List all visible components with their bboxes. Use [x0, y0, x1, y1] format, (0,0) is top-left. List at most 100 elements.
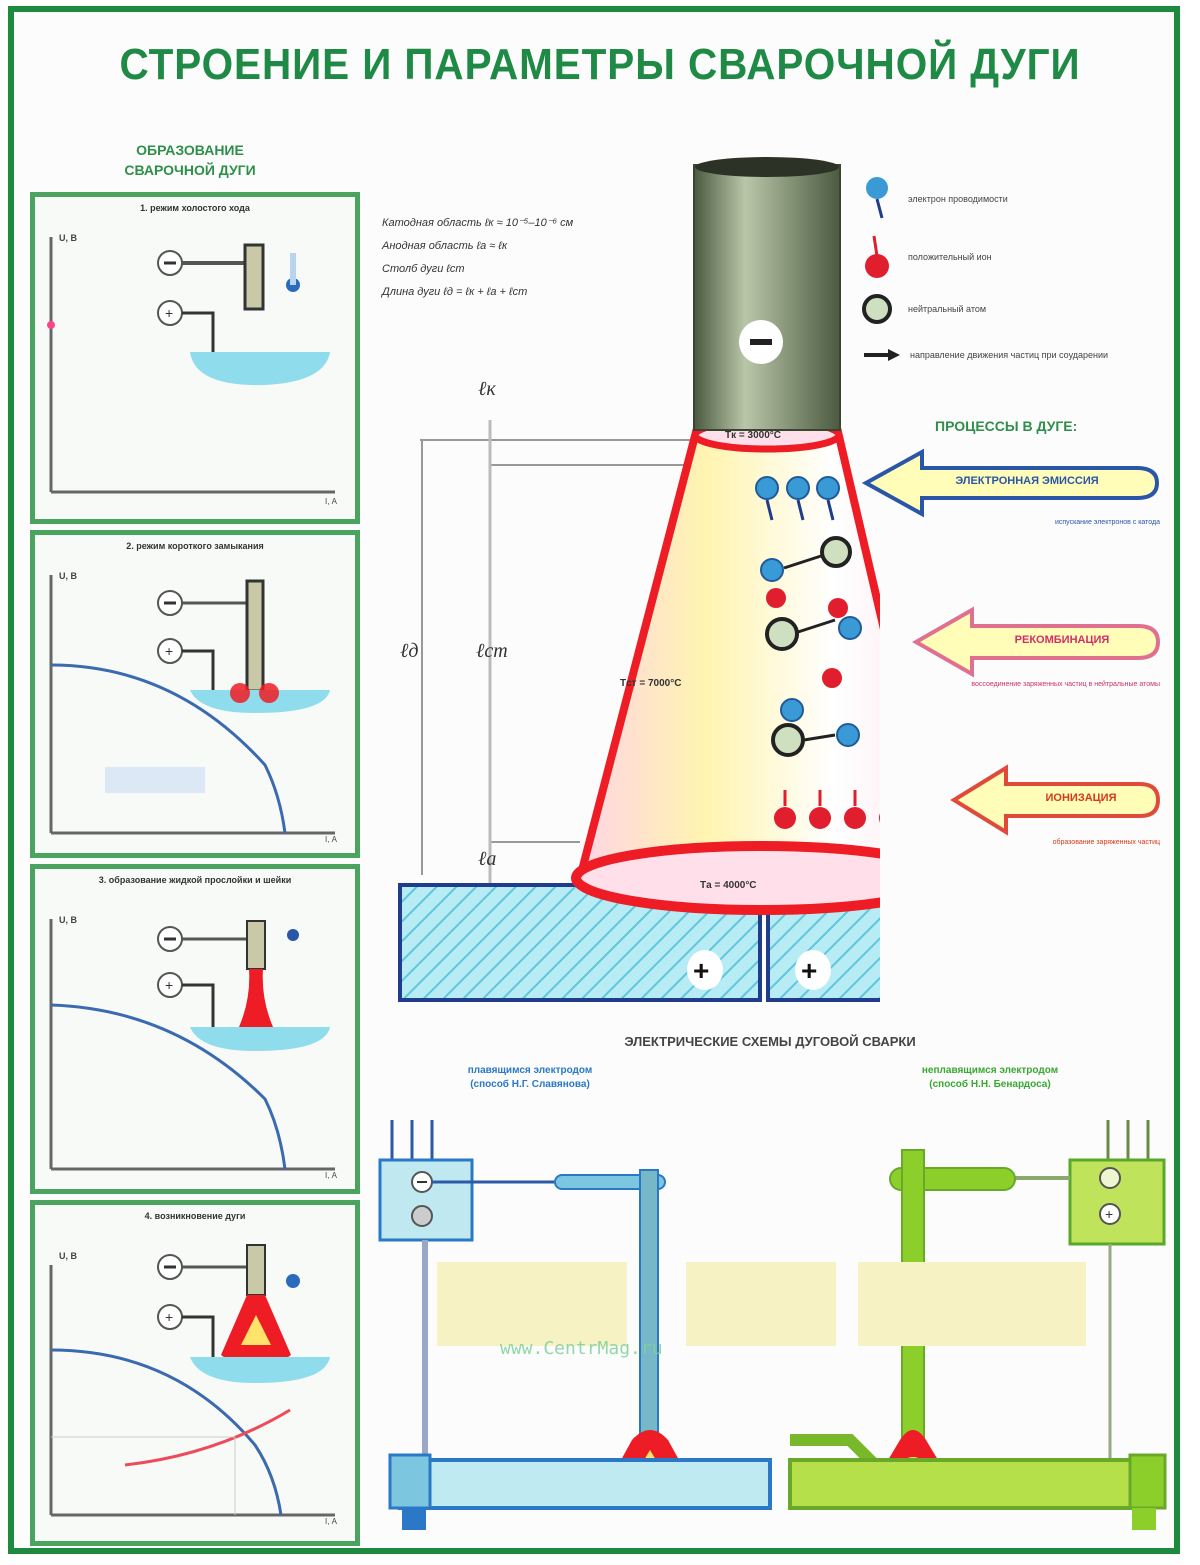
contact-spark: [230, 683, 250, 703]
electron-icon: [866, 177, 888, 219]
electrode-holder: [554, 1174, 666, 1190]
anode-region-symbol: ℓа: [478, 848, 497, 870]
arc-column: [574, 428, 880, 882]
scheme-note-box: [437, 1262, 627, 1346]
formula-column: Столб дуги ℓст: [382, 263, 465, 275]
formula-anode: Анодная область ℓа ≈ ℓк: [382, 240, 508, 252]
weld-pool: [190, 352, 330, 386]
process-label: РЕКОМБИНАЦИЯ: [1014, 634, 1110, 646]
formation-panel-1: 1. режим холостого хода + U, В I, А: [30, 192, 360, 524]
arc-characteristic-curve: [124, 1408, 291, 1467]
clamp: [388, 1453, 432, 1510]
minus-terminal-icon: [1099, 1167, 1121, 1189]
scheme-note-box: [936, 1262, 1086, 1346]
process-label: ЭЛЕКТРОННАЯ ЭМИССИЯ: [955, 475, 1099, 487]
plus-sign-icon: [795, 950, 831, 990]
axis-x-label: I, А: [325, 1171, 338, 1180]
axis-y-label: U, В: [59, 571, 77, 581]
electrode: [246, 1244, 266, 1296]
arc-structure-diagram: + +: [398, 157, 880, 1002]
process-note: испускание электронов с катода: [1054, 519, 1160, 526]
arc-formulas: Катодная область ℓк ≈ 10⁻⁵–10⁻⁶ см Анодн…: [382, 212, 573, 304]
arrow-ionization-icon: [950, 764, 1161, 836]
svg-text:+: +: [165, 305, 173, 321]
cathode-region-symbol: ℓк: [478, 378, 496, 400]
svg-text:+: +: [1105, 1206, 1113, 1222]
contact-spark: [259, 683, 279, 703]
axis-x-label: I, А: [325, 835, 338, 844]
process-note: образование заряженных частиц: [1052, 839, 1160, 846]
process-label: ИОНИЗАЦИЯ: [1045, 792, 1117, 804]
axis-y-label: U, В: [59, 915, 77, 925]
legend-item: нейтральный атом: [862, 286, 1162, 332]
legend-item: направление движения частиц при соударен…: [862, 332, 1162, 378]
svg-text:+: +: [165, 977, 173, 993]
formation-heading-line1: ОБРАЗОВАНИЕ: [136, 142, 244, 158]
axis-x-label: I, А: [325, 497, 338, 506]
clamp: [1128, 1453, 1167, 1510]
process-emission: ЭЛЕКТРОННАЯ ЭМИССИЯ: [861, 448, 1162, 518]
plus-sign-icon: [687, 950, 723, 990]
legend-item: электрон проводимости: [862, 170, 1162, 228]
arrow-recombination-icon: [911, 606, 1161, 678]
volt-ampere-curve: [50, 1003, 287, 1170]
panel-1-diagram: +: [47, 237, 335, 494]
arrow-icon: [864, 349, 900, 361]
panel-4-diagram: +: [49, 1244, 335, 1517]
electrode: [245, 579, 265, 693]
watermark: www.CentrMag.ru: [500, 1338, 663, 1359]
panel-title: 1. режим холостого хода: [140, 203, 250, 213]
volt-ampere-curve: [50, 1348, 283, 1516]
ionization-ions: [774, 790, 880, 829]
consumable-electrode-scheme: [378, 1120, 772, 1530]
arrow-emission-icon: [861, 448, 1160, 518]
workpiece: [398, 1458, 772, 1510]
svg-text:+: +: [693, 955, 709, 986]
panel-2-diagram: +: [49, 575, 335, 835]
svg-text:+: +: [165, 643, 173, 659]
anode-temperature: Tа = 4000°C: [700, 880, 757, 891]
left-scheme-title: плавящимся электродом (способ Н.Г. Славя…: [467, 1065, 593, 1090]
column-symbol: ℓст: [476, 640, 508, 662]
weld-pool: [190, 1357, 330, 1383]
electrode: [639, 1169, 659, 1453]
emission-electrons: [755, 476, 840, 521]
electrode: [243, 243, 265, 311]
axis-x-label: I, А: [325, 1517, 338, 1526]
volt-ampere-curve: [50, 663, 287, 834]
neutral-atom-icon: [862, 294, 892, 324]
formation-panel-3: 3. образование жидкой прослойки и шейки …: [30, 864, 360, 1194]
recombination-particles: [760, 536, 862, 757]
scheme-note-box: [686, 1262, 836, 1346]
positive-ion-icon: [865, 235, 889, 278]
schemes-heading: ЭЛЕКТРИЧЕСКИЕ СХЕМЫ ДУГОВОЙ СВАРКИ: [624, 1034, 916, 1049]
svg-text:+: +: [165, 1309, 173, 1325]
formula-arc-length: Длина дуги ℓд = ℓк + ℓа + ℓст: [382, 286, 528, 298]
process-ionization: ИОНИЗАЦИЯ: [950, 764, 1162, 836]
weld-pool: [190, 690, 330, 713]
formation-heading: ОБРАЗОВАНИЕ СВАРОЧНОЙ ДУГИ: [60, 140, 320, 180]
svg-text:+: +: [801, 955, 817, 986]
weld-pool: [190, 1027, 330, 1051]
process-note: воссоединение заряженных частиц в нейтра…: [971, 681, 1160, 688]
cathode-temperature: Tк = 3000°C: [725, 430, 781, 441]
axis-y-label: U, В: [59, 233, 77, 243]
right-scheme-title: неплавящимся электродом (способ Н.Н. Бен…: [921, 1065, 1059, 1090]
arc-length-symbol: ℓд: [400, 640, 419, 662]
formation-heading-line2: СВАРОЧНОЙ ДУГИ: [124, 162, 256, 178]
poster-title: СТРОЕНИЕ И ПАРАМЕТРЫ СВАРОЧНОЙ ДУГИ: [119, 40, 1081, 89]
formation-panel-4: 4. возникновение дуги + U, В I, А: [30, 1200, 360, 1546]
axis-y-label: U, В: [59, 1251, 77, 1261]
legend-item: положительный ион: [862, 228, 1162, 286]
anode-spot: [571, 841, 880, 915]
plus-terminal-icon: [411, 1205, 433, 1227]
formation-panel-2: 2. режим короткого замыкания + U, В I, А: [30, 530, 360, 858]
particle-legend: электрон проводимости положительный ион …: [862, 170, 1162, 378]
liquid-bridge: [239, 969, 273, 1027]
plus-terminal-icon: [1099, 1203, 1121, 1225]
process-recombination: РЕКОМБИНАЦИЯ: [911, 606, 1162, 678]
formula-cathode: Катодная область ℓк ≈ 10⁻⁵–10⁻⁶ см: [382, 217, 574, 229]
panel-3-diagram: +: [49, 919, 335, 1171]
electrode: [246, 920, 266, 970]
processes-heading: ПРОЦЕССЫ В ДУГЕ:: [935, 418, 1078, 434]
